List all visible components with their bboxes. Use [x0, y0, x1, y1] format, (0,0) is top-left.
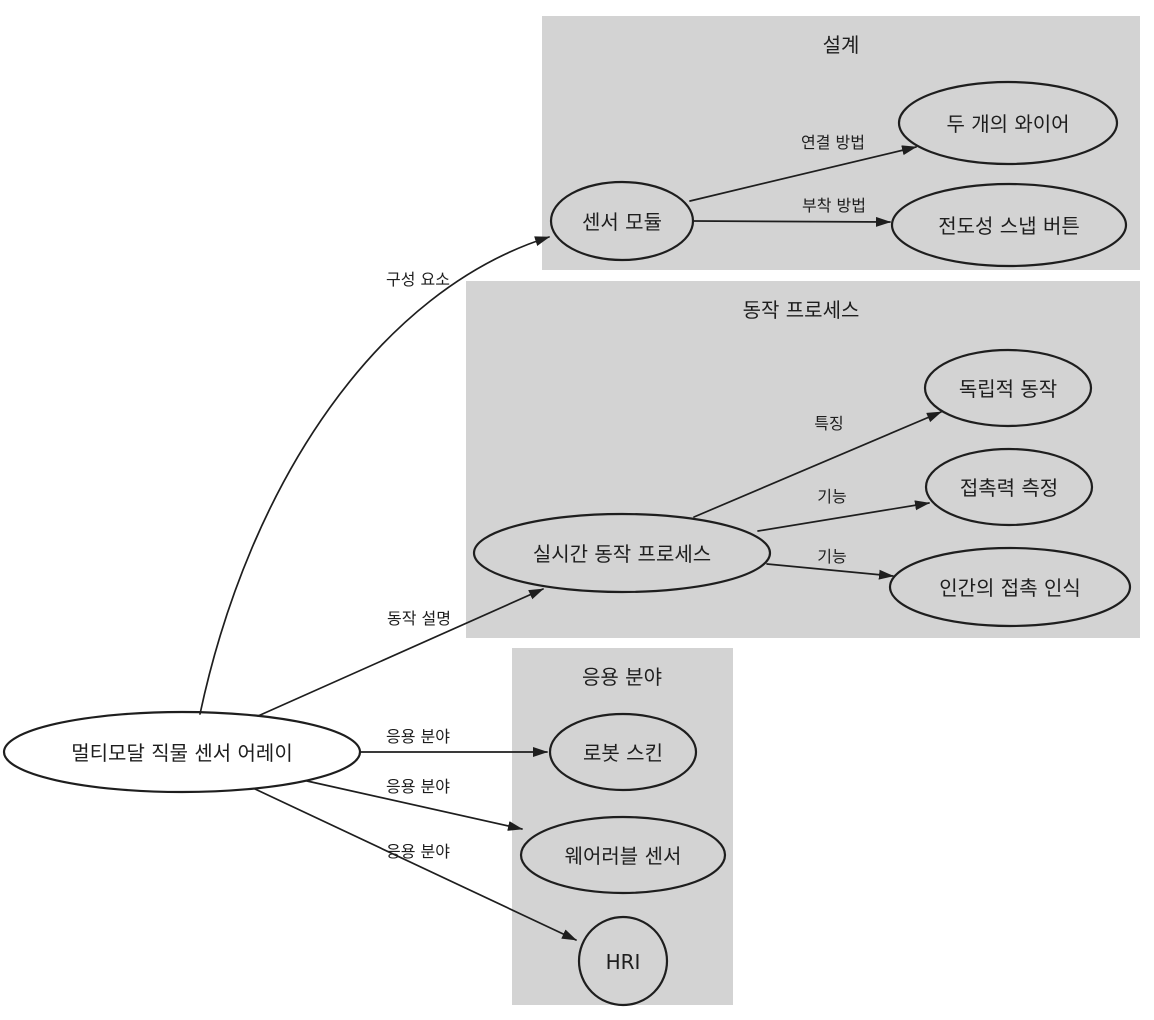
cluster-application-field-box	[512, 648, 733, 1005]
node-snap-button-label: 전도성 스냅 버튼	[938, 214, 1080, 238]
node-root: 멀티모달 직물 센서 어레이	[2, 710, 362, 794]
node-hri: HRI	[577, 915, 669, 1007]
edge-root-realtime-process	[257, 588, 544, 717]
node-sensor-module: 센서 모듈	[549, 180, 695, 262]
node-robot-skin-shape	[548, 712, 698, 792]
edge-label-feature: 특징	[814, 414, 843, 433]
node-wearable-sensor: 웨어러블 센서	[519, 815, 727, 895]
edge-label-application-1: 응용 분야	[386, 727, 450, 746]
node-sensor-module-label: 센서 모듈	[582, 210, 662, 234]
edge-label-connection-method: 연결 방법	[801, 133, 865, 152]
node-contact-force: 접촉력 측정	[924, 447, 1094, 527]
node-human-contact-label: 인간의 접촉 인식	[939, 576, 1081, 600]
cluster-application-field: 응용 분야	[512, 648, 733, 1005]
node-root-label: 멀티모달 직물 센서 어레이	[71, 741, 292, 765]
edge-label-components: 구성 요소	[386, 270, 450, 289]
edge-label-application-2: 응용 분야	[386, 777, 450, 796]
node-independent-operation-label: 독립적 동작	[959, 377, 1057, 401]
node-human-contact-shape	[888, 546, 1132, 628]
node-realtime-process: 실시간 동작 프로세스	[472, 512, 772, 594]
cluster-design: 설계	[542, 16, 1140, 270]
cluster-design-title: 설계	[823, 33, 860, 57]
cluster-operation-process-title: 동작 프로세스	[743, 298, 860, 322]
node-snap-button: 전도성 스냅 버튼	[890, 182, 1128, 268]
node-hri-label: HRI	[606, 950, 641, 974]
edges-layer: 구성 요소 동작 설명 응용 분야 응용 분야 응용 분야 연결 방법 부착 방…	[199, 133, 942, 941]
cluster-operation-process: 동작 프로세스	[466, 281, 1140, 638]
node-contact-force-shape	[924, 447, 1094, 527]
edge-sensor-module-two-wires	[689, 145, 917, 202]
edge-label-attachment-method: 부착 방법	[802, 196, 866, 215]
edge-label-application-3: 응용 분야	[386, 842, 450, 861]
edge-label-function-2: 기능	[817, 547, 846, 566]
node-sensor-module-shape	[549, 180, 695, 262]
node-realtime-process-label: 실시간 동작 프로세스	[533, 542, 711, 566]
edge-sensor-module-snap-button	[693, 216, 891, 227]
node-human-contact: 인간의 접촉 인식	[888, 546, 1132, 628]
node-realtime-process-shape	[472, 512, 772, 594]
edge-realtime-contact-force	[757, 500, 930, 532]
node-snap-button-shape	[890, 182, 1128, 268]
node-independent-operation: 독립적 동작	[923, 348, 1093, 428]
node-root-shape	[2, 710, 362, 794]
cluster-design-box	[542, 16, 1140, 270]
node-wearable-sensor-label: 웨어러블 센서	[565, 844, 682, 868]
edge-root-hri	[254, 788, 577, 941]
cluster-application-field-title: 응용 분야	[582, 665, 662, 689]
node-independent-operation-shape	[923, 348, 1093, 428]
cluster-operation-process-box	[466, 281, 1140, 638]
node-wearable-sensor-shape	[519, 815, 727, 895]
node-robot-skin: 로봇 스킨	[548, 712, 698, 792]
node-hri-shape	[577, 915, 669, 1007]
node-two-wires-label: 두 개의 와이어	[946, 112, 1069, 136]
node-two-wires-shape	[897, 80, 1119, 166]
node-two-wires: 두 개의 와이어	[897, 80, 1119, 166]
edge-root-wearable-sensor	[306, 780, 523, 831]
edge-root-sensor-module	[199, 236, 550, 715]
node-contact-force-label: 접촉력 측정	[960, 476, 1058, 500]
edge-label-operation-description: 동작 설명	[387, 609, 451, 628]
node-robot-skin-label: 로봇 스킨	[583, 741, 663, 765]
edge-label-function-1: 기능	[817, 487, 846, 506]
edge-realtime-independent-operation	[693, 411, 942, 518]
edge-realtime-human-contact	[766, 563, 894, 580]
